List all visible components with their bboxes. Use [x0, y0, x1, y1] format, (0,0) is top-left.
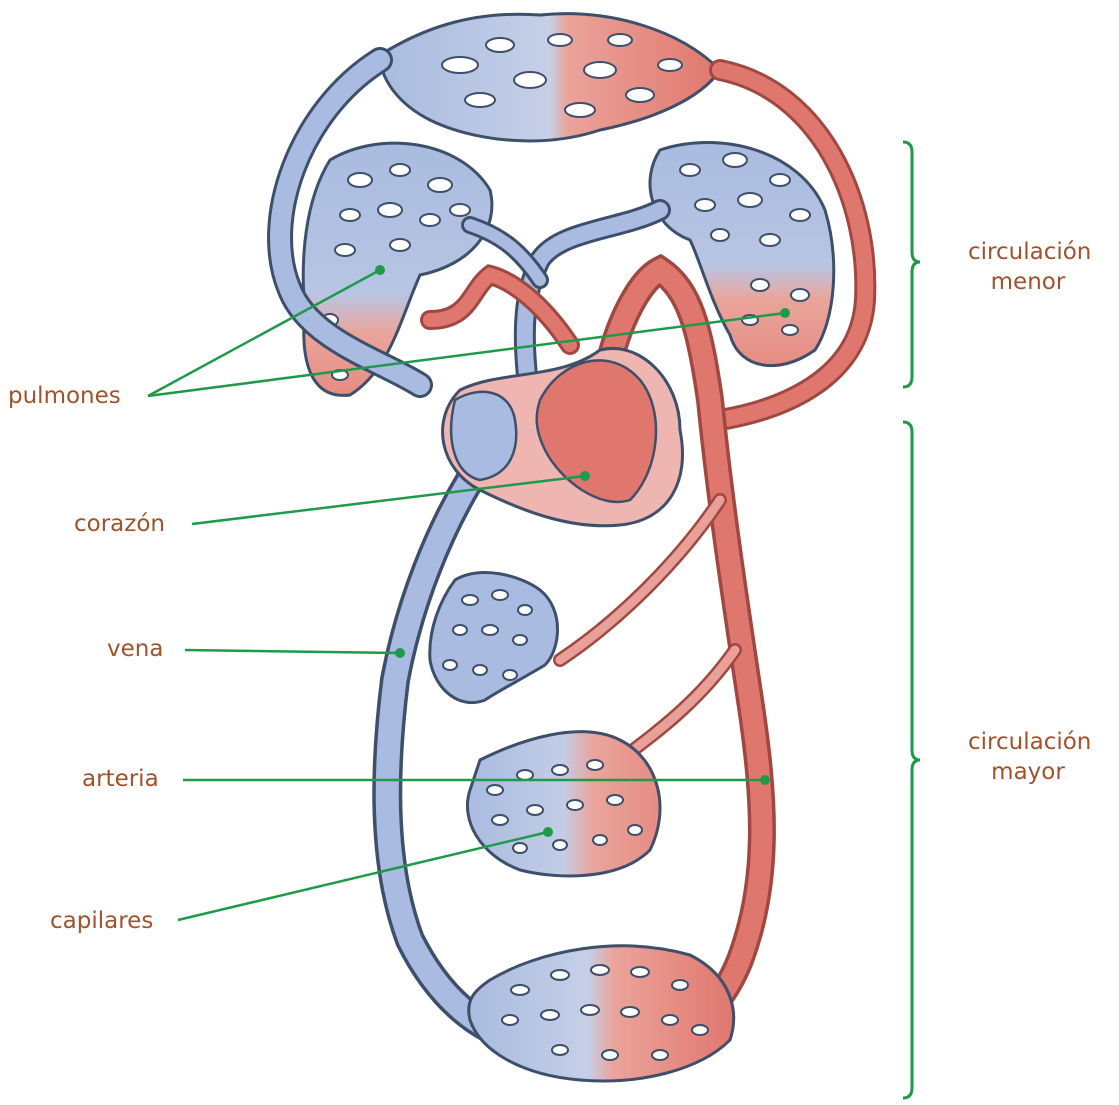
intestinal-capillary-bed — [430, 573, 558, 703]
leader-capilares — [178, 832, 548, 920]
label-circulacion-mayor-line2: mayor — [968, 758, 1088, 788]
label-arteria: arteria — [82, 768, 159, 791]
bracket-circulacion-mayor — [903, 422, 920, 1098]
left-lung — [303, 143, 492, 395]
label-circulacion-menor-line2: menor — [968, 268, 1088, 298]
right-lung — [650, 143, 834, 366]
lower-capillary-bed — [467, 732, 660, 876]
top-capillary-bed — [380, 14, 720, 141]
label-capilares: capilares — [50, 910, 153, 933]
bracket-circulacion-menor — [903, 142, 920, 387]
label-circulacion-menor-line1: circulación — [968, 238, 1088, 268]
leader-vena — [185, 650, 400, 653]
label-circulacion-mayor: circulación mayor — [968, 728, 1088, 788]
label-circulacion-menor: circulación menor — [968, 238, 1088, 298]
bottom-capillary-bed — [469, 946, 734, 1081]
label-pulmones: pulmones — [8, 385, 121, 408]
label-circulacion-mayor-line1: circulación — [968, 728, 1088, 758]
heart — [443, 348, 683, 525]
label-vena: vena — [107, 638, 163, 661]
label-corazon: corazón — [74, 513, 165, 536]
